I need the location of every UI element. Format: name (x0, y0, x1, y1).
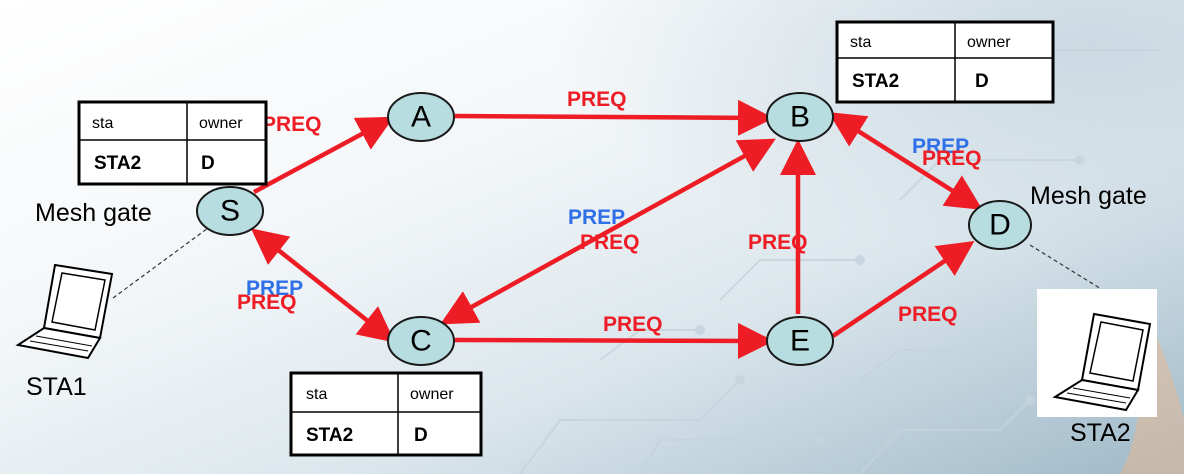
edge-s-c (250, 228, 396, 343)
label-preq-s-a: PREQ (262, 113, 322, 136)
node-d-label: D (989, 209, 1011, 242)
node-s: S (196, 186, 264, 236)
node-b: B (766, 92, 834, 142)
sta2-label: STA2 (1070, 419, 1131, 447)
node-c: C (387, 316, 455, 366)
label-preq-e-b: PREQ (748, 231, 808, 254)
label-preq-c-e: PREQ (603, 313, 663, 336)
link-d-sta2 (1029, 244, 1107, 293)
edge-c-b (440, 138, 776, 325)
owner-table-c: sta owner STA2 D (289, 371, 483, 457)
table-b-cell-owner: D (975, 71, 989, 92)
table-b-header-owner: owner (967, 34, 1011, 51)
node-e-label: E (790, 325, 810, 358)
edge-c-e (454, 322, 774, 359)
label-prep-b-d: PREP (912, 135, 969, 158)
table-s-cell-owner: D (201, 153, 215, 174)
node-d: D (968, 200, 1032, 250)
table-c-header-sta: sta (306, 386, 327, 403)
owner-table-s: sta owner STA2 D (77, 100, 268, 186)
label-preq-c-b: PREQ (580, 231, 640, 254)
laptop-icon-sta1 (15, 263, 114, 360)
table-c-cell-sta: STA2 (306, 425, 353, 446)
table-c-header-owner: owner (410, 386, 454, 403)
label-prep-s-c: PREP (246, 277, 303, 300)
edge-a-b (454, 99, 774, 136)
table-s-header-sta: sta (92, 115, 113, 132)
node-a: A (387, 92, 455, 142)
table-c-cell-owner: D (414, 425, 428, 446)
label-prep-c-b: PREP (568, 206, 625, 229)
node-s-label: S (220, 195, 240, 228)
owner-table-b: sta owner STA2 D (835, 20, 1055, 104)
node-e: E (766, 316, 834, 366)
edge-e-d (831, 240, 975, 338)
node-a-label: A (411, 101, 431, 134)
node-c-label: C (410, 325, 432, 358)
table-b-header-sta: sta (850, 34, 871, 51)
mesh-gate-right-label: Mesh gate (1030, 182, 1147, 210)
edge-b-d (828, 112, 983, 210)
label-preq-e-d: PREQ (898, 303, 958, 326)
edge-s-a (252, 116, 394, 194)
table-s-header-owner: owner (199, 115, 243, 132)
laptop-icon-sta2 (1052, 312, 1152, 412)
table-b-cell-sta: STA2 (852, 71, 899, 92)
label-preq-s-c: PREQ (237, 291, 297, 314)
sta1-label: STA1 (26, 373, 87, 401)
node-b-label: B (790, 101, 810, 134)
mesh-gate-left-label: Mesh gate (35, 199, 152, 227)
label-preq-b-d: PREQ (922, 147, 982, 170)
table-s-cell-sta: STA2 (94, 153, 141, 174)
label-preq-a-b: PREQ (567, 88, 627, 111)
link-sta1-s (112, 227, 209, 299)
